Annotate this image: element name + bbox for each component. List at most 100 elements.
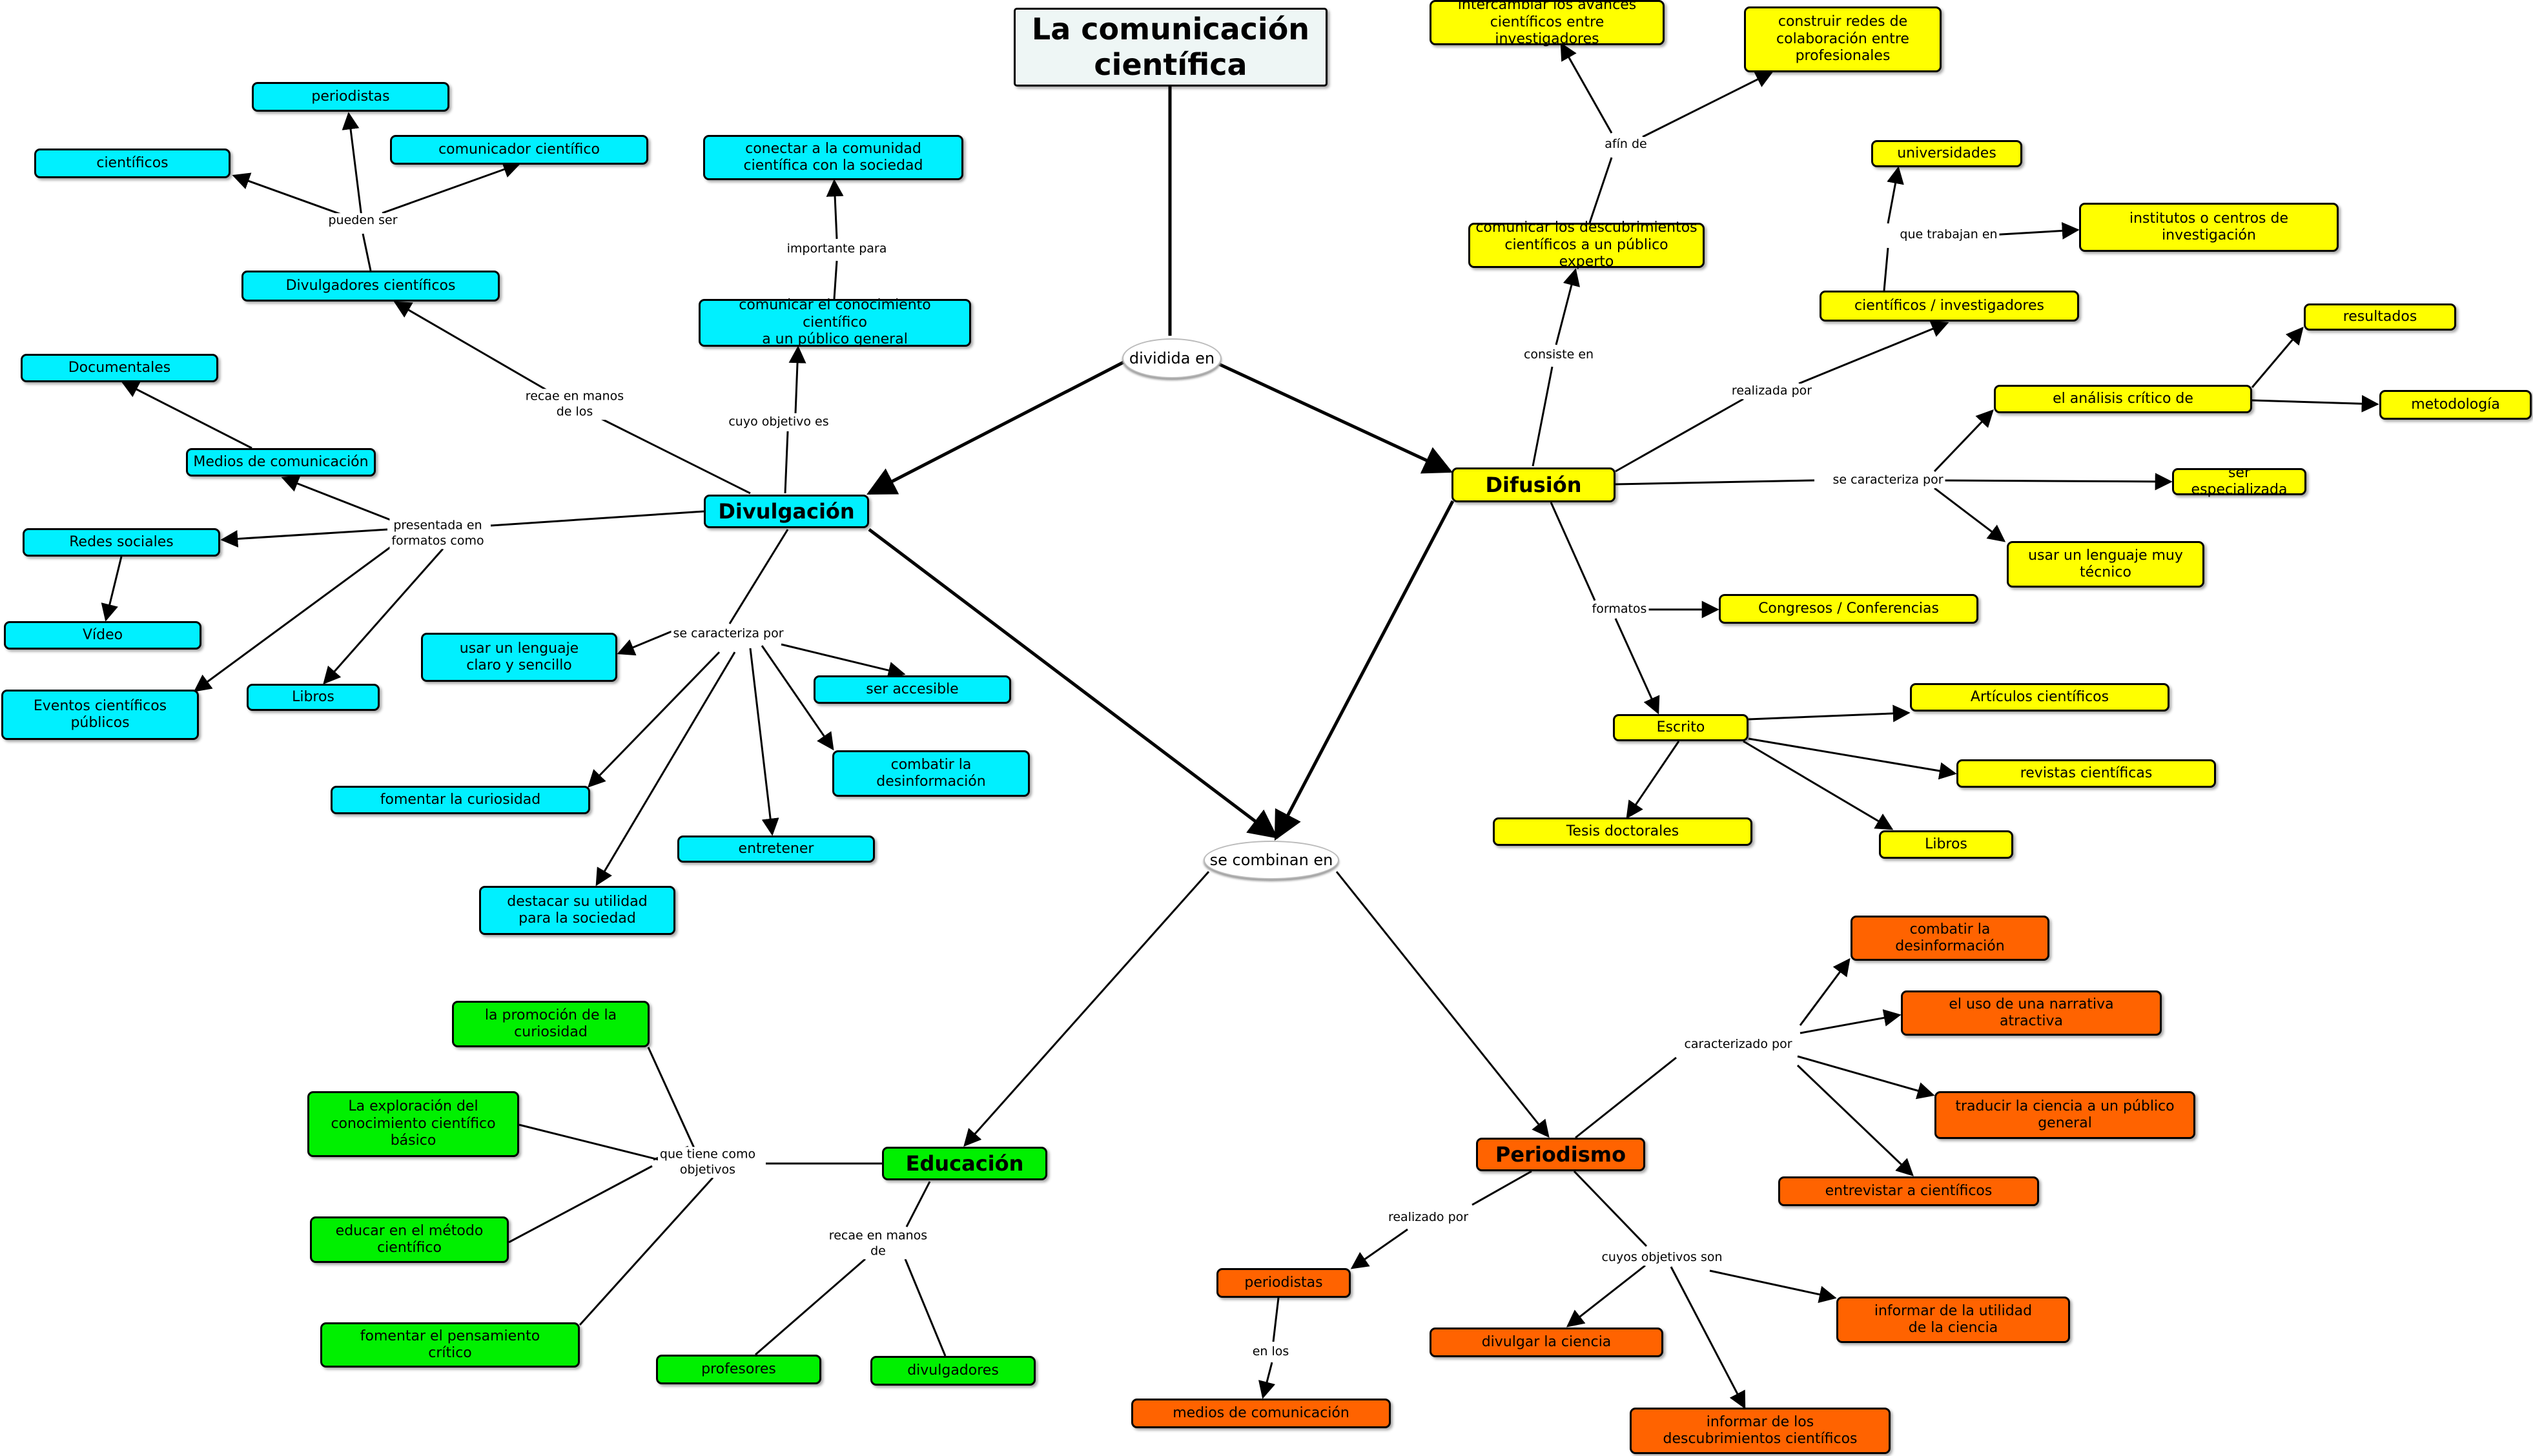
informar-descubrimientos-node[interactable]: informar de los descubrimientos científi… — [1630, 1408, 1891, 1454]
connector-line — [1934, 473, 2173, 491]
libros-divulgacion-node[interactable]: Libros — [247, 684, 380, 711]
label-recae-divulgacion: recae en manos de los — [523, 389, 626, 420]
label-se-caracteriza-dif: se caracteriza por — [1831, 473, 1945, 488]
conectar-comunidad-node[interactable]: conectar a la comunidad científica con l… — [703, 135, 963, 180]
connector-line — [1573, 1170, 1648, 1247]
connector-line — [1472, 1170, 1532, 1206]
connector-line — [1566, 1264, 1646, 1328]
connector-line — [1670, 1266, 1746, 1410]
destacar-utilidad-node[interactable]: destacar su utilidad para la sociedad — [479, 886, 675, 935]
analisis-critico-node[interactable]: el análisis crítico de — [1994, 385, 2252, 413]
connector-line — [866, 360, 1126, 495]
comunicador-cientifico-node[interactable]: comunicador científico — [390, 135, 648, 165]
periodistas-node[interactable]: periodistas — [252, 82, 449, 112]
connector-line — [833, 260, 838, 300]
label-se-caracteriza-div: se caracteriza por — [671, 626, 786, 642]
connector-line — [342, 112, 364, 228]
connector-line — [1258, 1362, 1276, 1399]
label-realizado-por: realizado por — [1386, 1210, 1471, 1225]
articulos-cientificos-node[interactable]: Artículos científicos — [1910, 683, 2169, 712]
label-cuyos-objetivos: cuyos objetivos son — [1599, 1250, 1725, 1266]
construir-redes-node[interactable]: construir redes de colaboración entre pr… — [1744, 6, 1942, 72]
connector-line — [617, 630, 672, 656]
connector-line — [1743, 740, 1894, 830]
connector-line — [323, 548, 444, 685]
label-trabajan-en: que trabajan en — [1898, 227, 2000, 243]
connector-line — [1274, 500, 1455, 841]
narrativa-atractiva-node[interactable]: el uso de una narrativa atractiva — [1901, 990, 2162, 1036]
connector-line — [1614, 618, 1660, 715]
label-formatos: formatos — [1590, 602, 1649, 617]
connector-line — [393, 301, 549, 393]
libros-difusion-node[interactable]: Libros — [1879, 830, 2013, 859]
connector-line — [1933, 409, 1994, 473]
periodismo-hub[interactable]: Periodismo — [1476, 1138, 1645, 1171]
entrevistar-cientificos-node[interactable]: entrevistar a científicos — [1778, 1176, 2039, 1206]
traducir-ciencia-node[interactable]: traducir la ciencia a un público general — [1934, 1091, 2195, 1139]
divulgadores-node[interactable]: divulgadores — [870, 1356, 1036, 1386]
label-en-los: en los — [1250, 1344, 1291, 1360]
connector-line — [1615, 479, 1815, 486]
connector-line — [1555, 268, 1580, 345]
connector-line — [784, 431, 789, 494]
eventos-publicos-node[interactable]: Eventos científicos públicos — [1, 690, 199, 740]
ser-especializada-node[interactable]: ser especializada — [2172, 465, 2306, 498]
label-presentada-formatos: presentada en formatos como — [389, 518, 486, 549]
educacion-hub[interactable]: Educación — [882, 1147, 1047, 1180]
root-title[interactable]: La comunicación científica — [1014, 8, 1328, 87]
connector-line — [362, 233, 372, 271]
connector-line — [1615, 398, 1744, 473]
informar-utilidad-node[interactable]: informar de la utilidad de la ciencia — [1836, 1297, 2070, 1343]
ser-accesible-node[interactable]: ser accesible — [814, 675, 1011, 704]
exploracion-conocimiento-node[interactable]: La exploración del conocimiento científi… — [307, 1091, 519, 1157]
lenguaje-tecnico-node[interactable]: usar un lenguaje muy técnico — [2007, 541, 2204, 588]
connector-line — [1934, 487, 2006, 542]
medios-comunicacion-per-node[interactable]: medios de comunicación — [1131, 1399, 1391, 1428]
redes-sociales-node[interactable]: Redes sociales — [23, 528, 220, 557]
combatir-desinformacion-div-node[interactable]: combatir la desinformación — [832, 750, 1030, 797]
resultados-node[interactable]: resultados — [2304, 303, 2456, 331]
comunicar-publico-experto-node[interactable]: comunicar los descubrimientos científico… — [1468, 220, 1705, 270]
combatir-desinformacion-per-node[interactable]: combatir la desinformación — [1851, 916, 2049, 961]
label-cuyo-objetivo: cuyo objetivo es — [726, 415, 831, 430]
periodistas-per-node[interactable]: periodistas — [1216, 1268, 1351, 1298]
metodologia-node[interactable]: metodología — [2379, 390, 2532, 420]
connector-line — [1626, 741, 1680, 819]
fomentar-curiosidad-node[interactable]: fomentar la curiosidad — [331, 786, 590, 814]
pensamiento-critico-node[interactable]: fomentar el pensamiento crítico — [320, 1322, 580, 1368]
divulgacion-hub[interactable]: Divulgación — [704, 495, 869, 528]
tesis-doctorales-node[interactable]: Tesis doctorales — [1493, 817, 1752, 846]
label-consiste-en: consiste en — [1521, 347, 1596, 363]
connector-dividida-en: dividida en — [1122, 338, 1222, 378]
connector-line — [1798, 320, 1949, 385]
lenguaje-claro-node[interactable]: usar un lenguaje claro y sencillo — [421, 633, 617, 682]
medios-comunicacion-node[interactable]: Medios de comunicación — [186, 448, 376, 477]
connector-line — [220, 528, 388, 548]
divulgar-ciencia-node[interactable]: divulgar la ciencia — [1430, 1328, 1663, 1357]
escrito-node[interactable]: Escrito — [1613, 714, 1748, 741]
comunicar-publico-general-node[interactable]: comunicar el conocimiento científico a u… — [699, 297, 971, 347]
intercambiar-avances-node[interactable]: intercambiar los avances científicos ent… — [1430, 0, 1665, 47]
divulgadores-cientificos-node[interactable]: Divulgadores científicos — [241, 271, 500, 302]
video-node[interactable]: Vídeo — [4, 621, 201, 650]
entretener-node[interactable]: entretener — [677, 836, 875, 863]
cientificos-node[interactable]: científicos — [34, 149, 231, 178]
profesores-node[interactable]: profesores — [656, 1355, 821, 1384]
label-importante-para: importante para — [785, 241, 889, 257]
label-realizada-por: realizada por — [1729, 384, 1814, 399]
promocion-curiosidad-node[interactable]: la promoción de la curiosidad — [452, 1001, 650, 1047]
cientificos-investigadores-node[interactable]: científicos / investigadores — [1820, 291, 2079, 322]
revistas-cientificas-node[interactable]: revistas científicas — [1956, 759, 2216, 788]
connector-line — [1350, 1228, 1408, 1269]
universidades-node[interactable]: universidades — [1871, 140, 2022, 167]
connector-line — [588, 651, 721, 788]
connector-line — [904, 1258, 947, 1357]
connector-line — [193, 542, 396, 692]
label-pueden-ser: pueden ser — [326, 213, 400, 229]
difusion-hub[interactable]: Difusión — [1451, 467, 1615, 502]
connector-line — [1989, 221, 2080, 240]
documentales-node[interactable]: Documentales — [21, 354, 218, 382]
metodo-cientifico-node[interactable]: educar en el método científico — [310, 1216, 509, 1263]
institutos-node[interactable]: institutos o centros de investigación — [2079, 203, 2339, 252]
congresos-node[interactable]: Congresos / Conferencias — [1719, 594, 1978, 624]
